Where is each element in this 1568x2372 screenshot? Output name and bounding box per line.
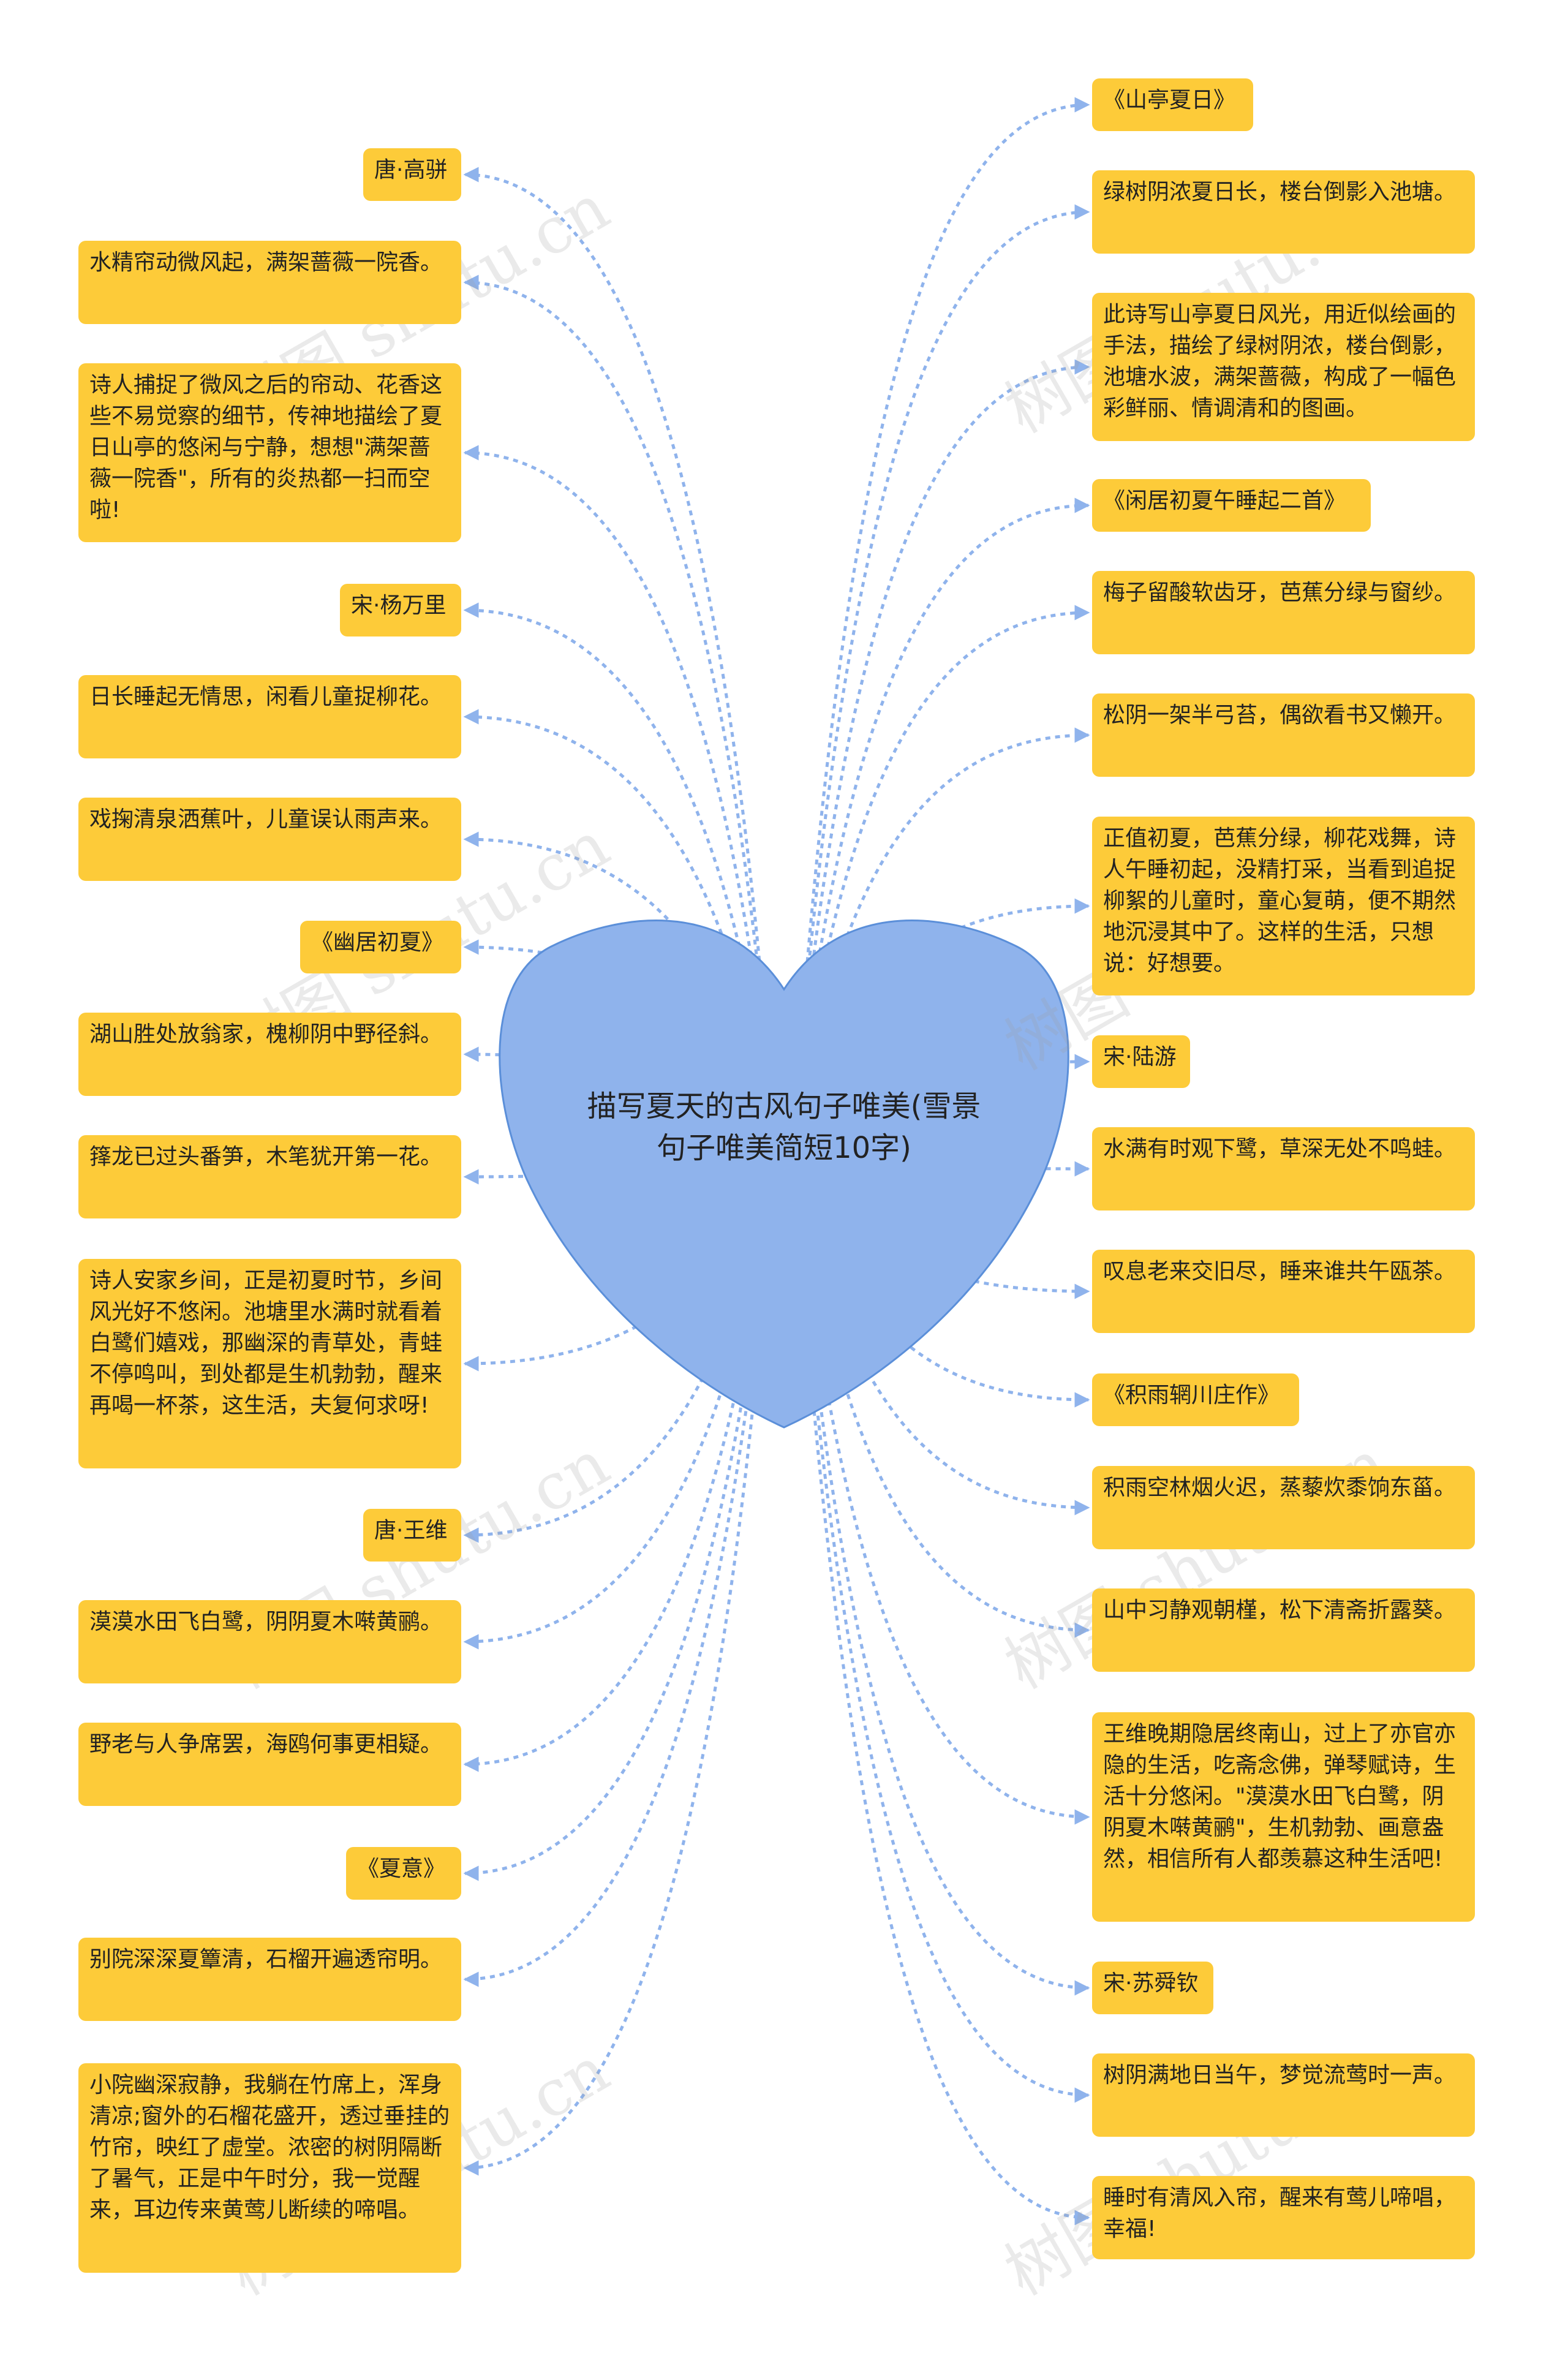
node-tuolong[interactable]: 箨龙已过头番笋，木笔犹开第一花。 xyxy=(78,1135,461,1218)
connector-line xyxy=(801,1259,1090,2103)
node-text: 《积雨辋川庄作》 xyxy=(1103,1383,1280,1408)
node-youju-title[interactable]: 《幽居初夏》 xyxy=(300,921,461,973)
connector-line xyxy=(463,445,767,1063)
node-cishi[interactable]: 此诗写山亭夏日风光，用近似绘画的手法，描绘了绿树阴浓，楼台倒影，池塘水波，满架蔷… xyxy=(1092,293,1475,441)
node-text: 《幽居初夏》 xyxy=(311,930,444,955)
center-topic-label: 描写夏天的古风句子唯美(雪景句子唯美简短10字) xyxy=(587,1089,981,1165)
connector-line xyxy=(463,939,767,1123)
node-zhengzhi[interactable]: 正值初夏，芭蕉分绿，柳花戏舞，诗人午睡初起，没精打采，当看到追捉柳絮的儿童时，童… xyxy=(1092,817,1475,995)
node-xianju-title[interactable]: 《闲居初夏午睡起二首》 xyxy=(1092,479,1371,532)
node-xiayi-title[interactable]: 《夏意》 xyxy=(346,1847,461,1900)
node-text: 水精帘动微风起，满架蔷薇一院香。 xyxy=(89,250,443,275)
node-text: 《夏意》 xyxy=(357,1856,446,1881)
node-shuiman[interactable]: 水满有时观下鹭，草深无处不鸣蛙。 xyxy=(1092,1127,1475,1211)
connector-line xyxy=(801,1246,1090,1996)
node-text: 诗人捕捉了微风之后的帘动、花香这些不易觉察的细节，传神地描绘了夏日山亭的悠闲与宁… xyxy=(89,372,443,523)
node-shuyin[interactable]: 树阴满地日当午，梦觉流莺时一声。 xyxy=(1092,2053,1475,2137)
node-lvshu[interactable]: 绿树阴浓夏日长，楼台倒影入池塘。 xyxy=(1092,170,1475,254)
node-text: 小院幽深寂静，我躺在竹席上，浑身清凉;窗外的石榴花盛开，透过垂挂的竹帘，映红了虚… xyxy=(89,2072,450,2223)
connector-line xyxy=(463,1233,767,1881)
node-tang-wangwei[interactable]: 唐·王维 xyxy=(363,1509,461,1562)
node-shuijing[interactable]: 水精帘动微风起，满架蔷薇一院香。 xyxy=(78,241,461,324)
node-tanxi[interactable]: 叹息老来交旧尽，睡来谁共午瓯茶。 xyxy=(1092,1250,1475,1333)
node-text: 宋·杨万里 xyxy=(351,593,447,618)
node-shanzhong[interactable]: 山中习静观朝槿，松下清斋折露葵。 xyxy=(1092,1588,1475,1672)
node-text: 王维晚期隐居终南山，过上了亦官亦隐的生活，吃斋念佛，弹琴赋诗，生活十分悠闲。"漠… xyxy=(1103,1721,1457,1872)
node-text: 《闲居初夏午睡起二首》 xyxy=(1103,488,1346,513)
connector-line xyxy=(463,274,767,1043)
node-text: 湖山胜处放翁家，槐柳阴中野径斜。 xyxy=(89,1022,443,1047)
node-momo[interactable]: 漠漠水田飞白鹭，阴阴夏木啭黄鹂。 xyxy=(78,1600,461,1683)
node-text: 唐·高骈 xyxy=(374,157,448,183)
node-text: 积雨空林烟火迟，蒸藜炊黍饷东菑。 xyxy=(1103,1475,1457,1500)
node-xiju[interactable]: 戏掬清泉洒蕉叶，儿童误认雨声来。 xyxy=(78,798,461,881)
node-text: 宋·苏舜钦 xyxy=(1103,1971,1199,1996)
node-text: 此诗写山亭夏日风光，用近似绘画的手法，描绘了绿树阴浓，楼台倒影，池塘水波，满架蔷… xyxy=(1103,302,1457,421)
connector-line xyxy=(801,97,1090,1021)
connector-line xyxy=(463,167,767,1030)
node-hushan[interactable]: 湖山胜处放翁家，槐柳阴中野径斜。 xyxy=(78,1013,461,1096)
node-text: 宋·陆游 xyxy=(1103,1044,1177,1070)
node-text: 树阴满地日当午，梦觉流莺时一声。 xyxy=(1103,2063,1457,2088)
connector-line xyxy=(463,1192,767,1543)
connector-line xyxy=(801,359,1090,1052)
node-richang[interactable]: 日长睡起无情思，闲看儿童捉柳花。 xyxy=(78,675,461,758)
node-text: 戏掬清泉洒蕉叶，儿童误认雨声来。 xyxy=(89,807,443,832)
connector-line xyxy=(801,1162,1090,1299)
node-shanting-title[interactable]: 《山亭夏日》 xyxy=(1092,78,1253,131)
node-text: 箨龙已过头番笋，木笔犹开第一花。 xyxy=(89,1144,443,1169)
node-song-yangwanli[interactable]: 宋·杨万里 xyxy=(340,584,461,636)
connector-line xyxy=(463,1147,766,1185)
connector-line xyxy=(801,204,1090,1034)
connector-line xyxy=(463,1204,767,1650)
node-text: 正值初夏，芭蕉分绿，柳花戏舞，诗人午睡初起，没精打采，当看到追捉柳絮的儿童时，童… xyxy=(1103,826,1457,976)
node-text: 漠漠水田飞白鹭，阴阴夏木啭黄鹂。 xyxy=(89,1609,443,1634)
node-shuishi[interactable]: 睡时有清风入帘，醒来有莺儿啼唱，幸福! xyxy=(1092,2176,1475,2259)
node-shiren-buzhuo[interactable]: 诗人捕捉了微风之后的帘动、花香这些不易觉察的细节，传神地描绘了夏日山亭的悠闲与宁… xyxy=(78,363,461,542)
node-text: 别院深深夏簟清，石榴开遍透帘明。 xyxy=(89,1947,443,1972)
node-text: 松阴一架半弓苔，偶欲看书又懒开。 xyxy=(1103,703,1457,728)
connector-line xyxy=(801,1188,1090,1516)
node-text: 绿树阴浓夏日长，楼台倒影入池塘。 xyxy=(1103,179,1457,205)
node-text: 叹息老来交旧尽，睡来谁共午瓯茶。 xyxy=(1103,1259,1457,1284)
node-yelao[interactable]: 野老与人争席罢，海鸥何事更相疑。 xyxy=(78,1723,461,1806)
node-song-sushunqin[interactable]: 宋·苏舜钦 xyxy=(1092,1962,1213,2014)
node-shiren-anjia[interactable]: 诗人安家乡间，正是初夏时节，乡间风光好不悠闲。池塘里水满时就看着白鹭们嬉戏，那幽… xyxy=(78,1259,461,1468)
node-text: 诗人安家乡间，正是初夏时节，乡间风光好不悠闲。池塘里水满时就看着白鹭们嬉戏，那幽… xyxy=(89,1268,443,1418)
connector-line xyxy=(463,1268,767,2176)
node-tang-gaopian[interactable]: 唐·高骈 xyxy=(363,148,461,201)
node-text: 睡时有清风入帘，醒来有莺儿啼唱，幸福! xyxy=(1103,2185,1457,2242)
connector-line xyxy=(801,605,1090,1082)
connector-line xyxy=(801,497,1090,1069)
node-text: 《山亭夏日》 xyxy=(1103,88,1236,113)
node-xiaoyuan[interactable]: 小院幽深寂静，我躺在竹席上，浑身清凉;窗外的石榴花盛开，透过垂挂的竹帘，映红了虚… xyxy=(78,2063,461,2273)
node-meizi[interactable]: 梅子留酸软齿牙，芭蕉分绿与窗纱。 xyxy=(1092,571,1475,654)
node-text: 山中习静观朝槿，松下清斋折露葵。 xyxy=(1103,1598,1457,1623)
connector-line xyxy=(463,1219,767,1772)
center-heart-shape[interactable] xyxy=(499,920,1069,1429)
node-text: 水满有时观下鹭，草深无处不鸣蛙。 xyxy=(1103,1136,1457,1161)
node-text: 梅子留酸软齿牙，芭蕉分绿与窗纱。 xyxy=(1103,580,1457,605)
node-bieyuan[interactable]: 别院深深夏簟清，石榴开遍透帘明。 xyxy=(78,1938,461,2021)
node-text: 唐·王维 xyxy=(374,1518,448,1543)
node-text: 日长睡起无情思，闲看儿童捉柳花。 xyxy=(89,684,443,709)
connector-line xyxy=(801,1274,1090,2226)
node-jiyu[interactable]: 积雨空林烟火迟，蒸藜炊黍饷东菑。 xyxy=(1092,1466,1475,1549)
node-jiyu-title[interactable]: 《积雨辋川庄作》 xyxy=(1092,1373,1299,1426)
node-text: 野老与人争席罢，海鸥何事更相疑。 xyxy=(89,1732,443,1757)
node-songyin[interactable]: 松阴一架半弓苔，偶欲看书又懒开。 xyxy=(1092,693,1475,777)
node-song-luyou[interactable]: 宋·陆游 xyxy=(1092,1035,1190,1088)
node-wangwei-wanqi[interactable]: 王维晚期隐居终南山，过上了亦官亦隐的生活，吃斋念佛，弹琴赋诗，生活十分悠闲。"漠… xyxy=(1092,1712,1475,1922)
